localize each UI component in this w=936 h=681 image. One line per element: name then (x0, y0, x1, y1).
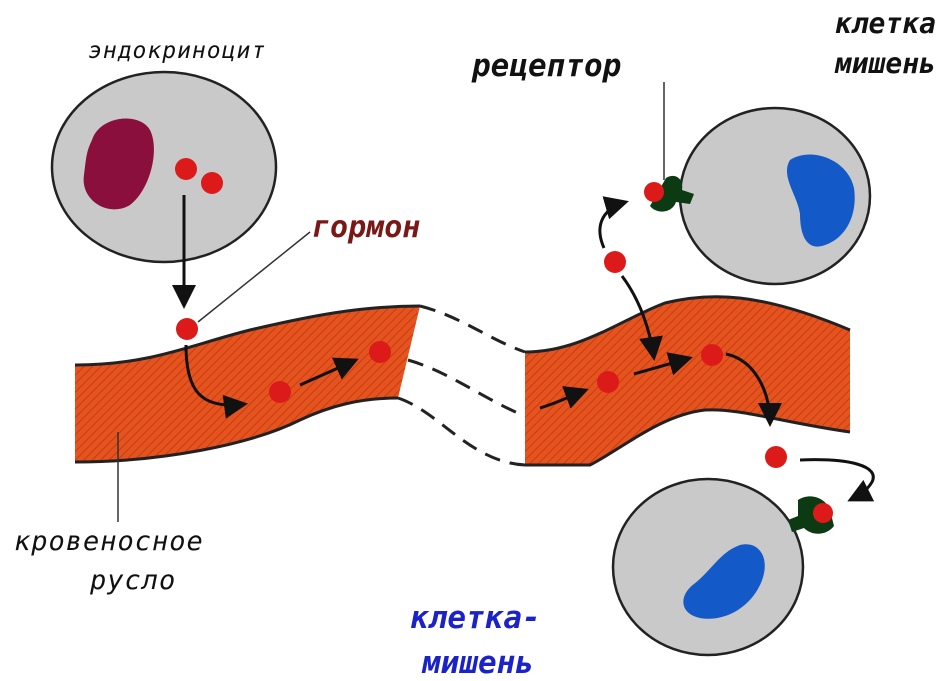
target-cell-top (680, 108, 870, 284)
blood-vessel-left (75, 306, 420, 462)
hormone-label: гормон (312, 213, 420, 243)
hormone-molecule (369, 341, 391, 363)
hormone-molecule (604, 251, 626, 273)
target-cell-bottom-label-line1: клетка- (410, 603, 541, 634)
target-cell-bottom-label: клетка- мишень (410, 603, 541, 679)
hormone-molecule (597, 371, 619, 393)
target-cell-bottom-label-line2: мишень (422, 648, 541, 679)
hormone-molecule (176, 318, 198, 340)
hormone-molecule (269, 381, 291, 403)
endocrinocyte-label: эндокриноцит (88, 40, 266, 63)
bloodstream-label-line1: кровеносное (14, 528, 204, 555)
receptor-label: рецептор (472, 51, 621, 82)
bloodstream-label-line2: русло (90, 567, 204, 594)
target-cell-top-label-line2: мишень (788, 50, 936, 78)
arrow (800, 460, 873, 500)
hormone-molecule (644, 182, 664, 202)
hormone-molecule (813, 503, 833, 523)
endocrinocyte-cell (52, 72, 276, 262)
hormone-molecule (201, 172, 223, 194)
target-cell-top-label-line1: клетка (788, 10, 936, 38)
blood-vessel-gap (398, 306, 525, 465)
receptor-bottom (788, 496, 834, 533)
bloodstream-label: кровеносное русло (14, 528, 204, 594)
hormone-molecule (765, 446, 787, 468)
target-cell-bottom (613, 479, 803, 655)
hormone-molecule (701, 344, 723, 366)
blood-vessel-right (525, 297, 850, 465)
target-cell-top-label: клетка мишень (788, 10, 936, 78)
hormone-molecule (175, 158, 197, 180)
arrow (600, 202, 626, 248)
